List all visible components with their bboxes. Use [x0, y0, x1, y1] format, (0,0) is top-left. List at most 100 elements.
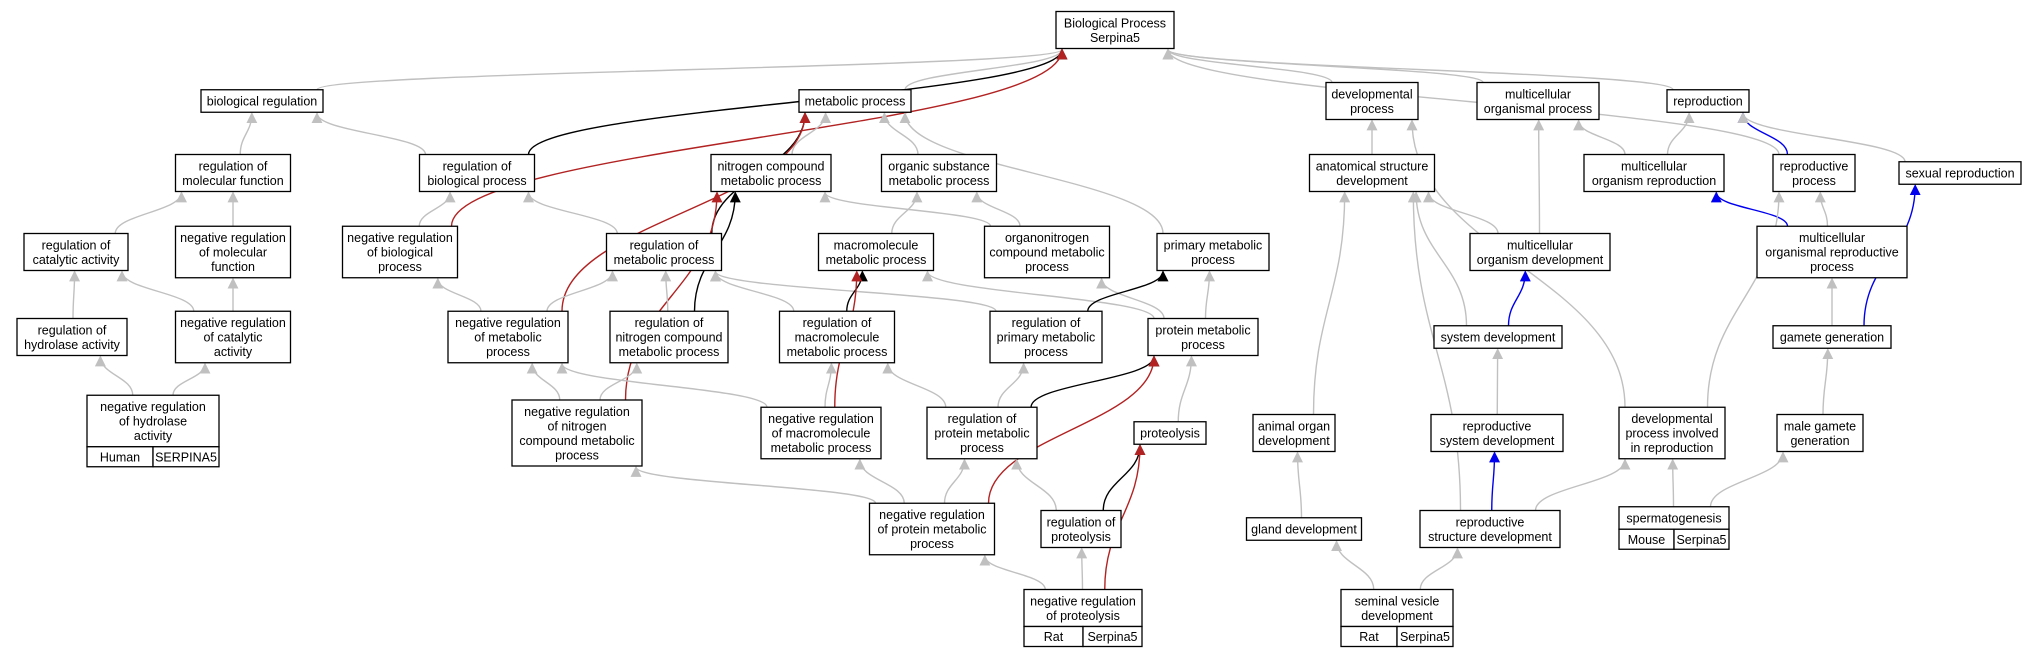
edge-neg-reg-hydrolase-activity-to-reg-hydrolase-activity — [94, 355, 134, 396]
term-label-line: function — [211, 260, 255, 274]
edge-seminal-vesicle-dev-to-reproductive-structure-dev — [1419, 547, 1463, 590]
edge-reg-hydrolase-activity-to-reg-catalytic-activity — [69, 270, 81, 319]
term-label-line: negative regulation — [180, 231, 286, 245]
edge-reg-primary-mp-to-primary-mp — [1087, 270, 1169, 312]
term-label-line: system development — [1440, 434, 1555, 448]
edge-reg-molecular-function-to-biological-regulation — [239, 112, 258, 155]
term-box — [23, 232, 129, 272]
species-label: Mouse — [1628, 533, 1666, 547]
term-label-line: process involved — [1625, 427, 1718, 441]
term-label-line: protein metabolic — [1155, 323, 1250, 337]
term-label-line: process — [555, 448, 599, 462]
edge-neg-reg-protein-mp-to-reg-protein-mp — [943, 458, 970, 504]
edge-neg-reg-nitrogen-compound-mp-to-nitrogen-compound-mp — [624, 191, 723, 401]
edge-reg-metabolic-process-to-reg-biological-process — [523, 191, 618, 234]
term-label-line: regulation of — [199, 159, 268, 173]
term-label-line: development — [1258, 434, 1330, 448]
term-box — [817, 232, 935, 272]
term-box — [1133, 421, 1207, 445]
edge-multicellular-organism-reproduction-to-multicellular-organismal-process — [1573, 119, 1626, 155]
edge-neg-reg-metabolic-process-to-reg-metabolic-process — [546, 270, 618, 312]
term-label-line: regulation of — [948, 412, 1017, 426]
edge-reproductive-process-to-bp — [1162, 48, 1780, 155]
term-label-line: multicellular — [1507, 238, 1573, 252]
term-label-line: reproductive — [1780, 159, 1849, 173]
term-box — [1023, 588, 1143, 628]
term-label-line: of hydrolase — [119, 415, 187, 429]
term-label-line: biological regulation — [207, 95, 318, 109]
term-label-line: process — [1792, 174, 1836, 188]
term-label-line: process — [1350, 102, 1394, 116]
term-label-line: anatomical structure — [1316, 159, 1429, 173]
edge-protein-mp-to-organonitrogen-mp — [1096, 277, 1165, 319]
term-node-metabolic-process: metabolic process — [798, 89, 912, 113]
term-node-gamete-generation: gamete generation — [1772, 325, 1892, 349]
term-box — [1308, 153, 1436, 193]
edge-reg-protein-mp-to-protein-mp — [1030, 355, 1160, 408]
term-box — [778, 310, 896, 364]
edge-metabolic-process-to-bp — [904, 48, 1068, 91]
species-label: Rat — [1044, 630, 1064, 644]
term-label-line: sexual reproduction — [1905, 167, 2014, 181]
term-label-line: male gamete — [1784, 419, 1856, 433]
term-label-line: negative regulation — [1030, 594, 1136, 608]
term-label-line: process — [960, 441, 1004, 455]
edge-neg-reg-hydrolase-activity-to-neg-reg-catalytic-activity — [172, 362, 211, 396]
edge-biological-regulation-to-bp — [316, 48, 1068, 91]
term-label-line: developmental — [1631, 412, 1712, 426]
term-box — [1476, 81, 1600, 121]
term-label-line: process — [1191, 253, 1235, 267]
term-label-line: of nitrogen — [547, 419, 606, 433]
term-label-line: metabolic process — [614, 253, 715, 267]
term-label-line: proteolysis — [1140, 427, 1200, 441]
term-label-line: activity — [134, 429, 173, 443]
term-label-line: animal organ — [1258, 419, 1330, 433]
edge-multicellular-organism-dev-to-anatomical-structure-dev — [1423, 191, 1499, 234]
gene-tag-cell — [1082, 625, 1143, 648]
term-box — [174, 225, 292, 279]
term-label-line: reproductive — [1463, 419, 1532, 433]
term-box — [1325, 81, 1419, 121]
term-box — [1147, 317, 1259, 357]
term-label-line: macromolecule — [834, 238, 919, 252]
gene-label: SERPINA5 — [155, 450, 217, 464]
term-label-line: reproduction — [1673, 95, 1743, 109]
term-box — [1430, 413, 1564, 453]
edge-reproductive-structure-dev-to-anatomical-structure-dev — [1407, 191, 1462, 511]
edge-reproductive-process-to-reproduction — [1737, 112, 1789, 155]
term-box — [1419, 509, 1561, 549]
term-label-line: reproductive — [1456, 515, 1525, 529]
term-box — [880, 153, 998, 193]
term-label-line: process — [486, 345, 530, 359]
term-box — [1756, 225, 1908, 279]
term-label-line: of biological — [367, 246, 433, 260]
term-label-line: structure development — [1428, 530, 1552, 544]
edge-gland-development-to-animal-organ-dev — [1292, 451, 1304, 518]
term-box — [447, 310, 569, 364]
term-label-line: process — [910, 537, 954, 551]
term-box — [1433, 325, 1563, 349]
term-node-sexual-reproduction: sexual reproduction — [1898, 161, 2022, 185]
term-box — [1040, 509, 1122, 549]
term-box — [16, 317, 128, 357]
term-label-line: in reproduction — [1631, 441, 1714, 455]
edge-system-development-to-anatomical-structure-dev — [1410, 191, 1468, 326]
edge-reg-proteolysis-to-proteolysis — [1102, 444, 1146, 511]
term-label-line: developmental — [1331, 87, 1412, 101]
term-box — [1340, 588, 1454, 628]
term-box — [760, 406, 882, 460]
term-label-line: negative regulation — [180, 316, 286, 330]
